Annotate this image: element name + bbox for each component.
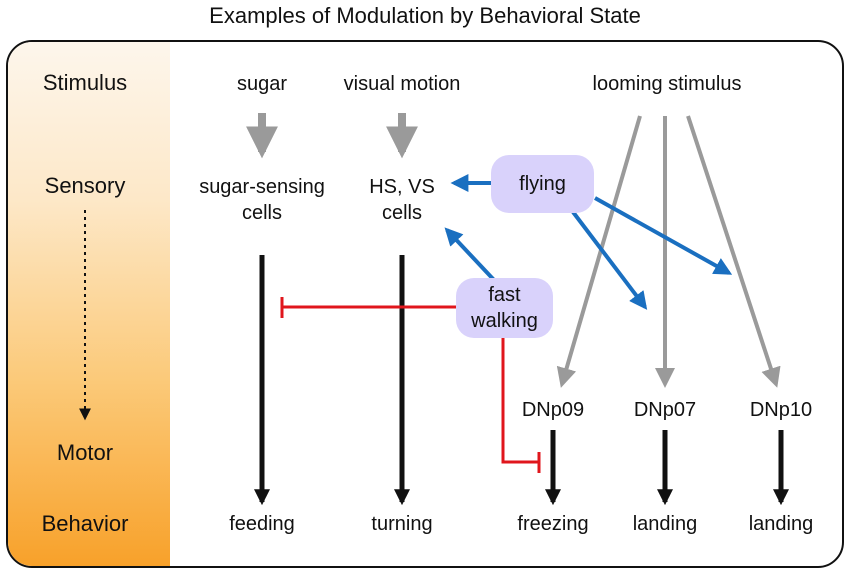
neuron-dnp09: DNp09 [521, 399, 585, 421]
state-flying-label: flying [519, 173, 566, 195]
behavior-feeding: feeding [229, 513, 295, 535]
sugar-sensing-cells-label: sugar-sensing cells [199, 174, 325, 226]
hs-vs-cells-label: HS, VS cells [369, 174, 435, 226]
neuron-dnp10: DNp10 [749, 399, 813, 421]
stage-label-sensory: Sensory [44, 173, 126, 198]
hs-vs-cells-line2: cells [381, 202, 423, 224]
diagram-frame [6, 40, 844, 568]
stimulus-visual-motion: visual motion [343, 73, 461, 95]
stimulus-looming: looming stimulus [592, 73, 742, 95]
flying-to-dnp07-arrow [571, 210, 648, 310]
state-fast-walking-line2: walking [471, 310, 538, 332]
neuron-dnp07: DNp07 [633, 399, 697, 421]
processing-stage-gradient [8, 42, 170, 566]
looming-to-dnp10-arrow [686, 115, 781, 388]
sugar-sensing-cells-line2: cells [241, 202, 282, 224]
hs-vs-cells-line1: HS, VS [369, 176, 435, 198]
behavior-turning: turning [371, 513, 433, 535]
stage-label-stimulus: Stimulus [42, 70, 128, 95]
behavior-freezing: freezing [517, 513, 589, 535]
stage-label-behavior: Behavior [41, 511, 129, 536]
state-fast-walking-line1: fast [488, 284, 521, 306]
stage-label-motor: Motor [56, 440, 114, 465]
behavior-landing-dnp10: landing [748, 513, 814, 535]
behavior-landing-dnp07: landing [632, 513, 698, 535]
state-fast-walking: fast walking [456, 278, 553, 338]
fast-walking-to-hsvs-arrow [444, 227, 496, 282]
sugar-sensing-cells-line1: sugar-sensing [199, 176, 325, 198]
fast-walking-inhibits-freezing [501, 338, 539, 464]
diagram-title: Examples of Modulation by Behavioral Sta… [209, 3, 641, 28]
flying-to-dnp10-arrow [594, 196, 733, 275]
state-flying: flying [491, 155, 594, 213]
stimulus-sugar: sugar [236, 73, 288, 95]
